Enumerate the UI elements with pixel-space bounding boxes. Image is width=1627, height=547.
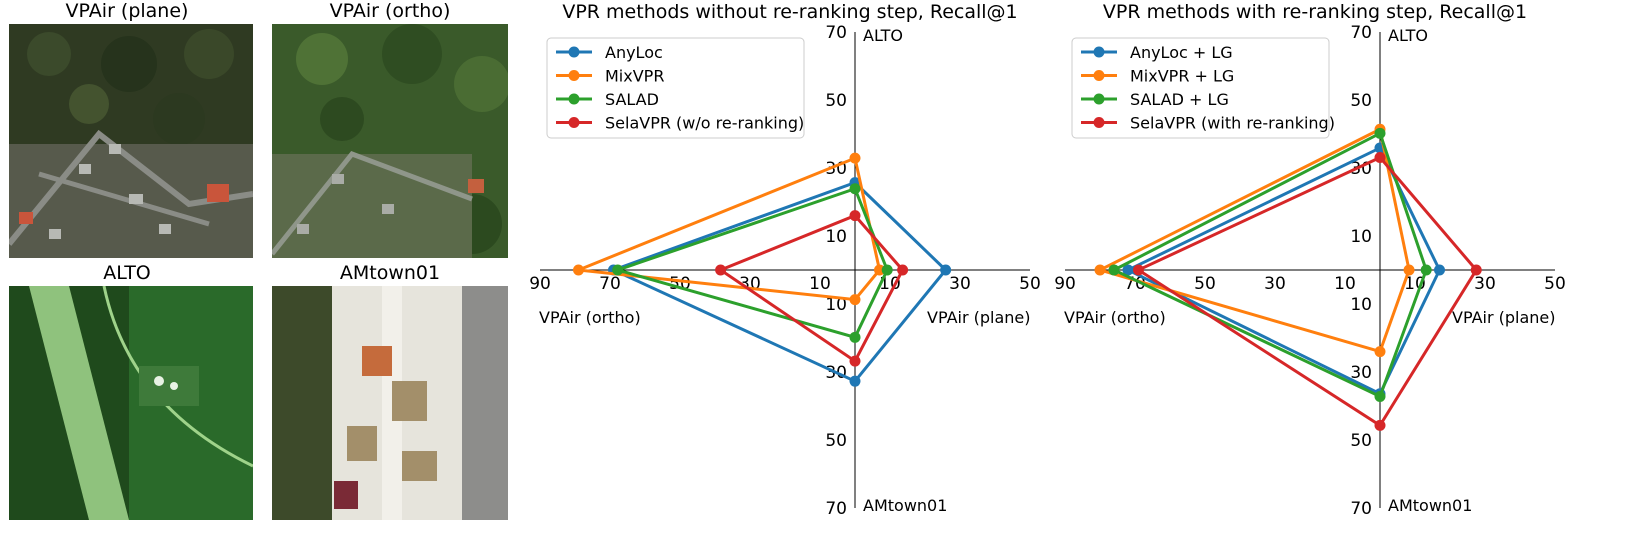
data-point xyxy=(573,264,584,276)
y-tick-label: 10 xyxy=(1350,295,1372,315)
data-point xyxy=(849,294,861,306)
data-point xyxy=(940,264,952,276)
x-tick-label: 70 xyxy=(599,274,621,294)
series-line xyxy=(612,186,889,340)
axis-label-right: VPAir (plane) xyxy=(927,308,1031,327)
thumb-title-amtown01: AMtown01 xyxy=(339,262,441,284)
thumb-alto xyxy=(9,286,253,530)
thumb-title-alto: ALTO xyxy=(103,262,151,284)
legend-marker xyxy=(568,46,580,58)
y-tick-label: 50 xyxy=(825,91,847,111)
data-point xyxy=(612,264,624,276)
radar-chart-without-reranking: VPR methods without re-ranking step, Rec… xyxy=(529,0,1050,543)
axis-label-bottom: AMtown01 xyxy=(863,496,947,515)
axis-label-left: VPAir (ortho) xyxy=(539,308,641,327)
data-point xyxy=(1403,264,1415,276)
legend-marker xyxy=(568,93,580,105)
legend-label: MixVPR + LG xyxy=(1130,67,1234,86)
radar-chart-with-reranking: VPR methods with re-ranking step, Recall… xyxy=(1054,0,1575,543)
legend-marker xyxy=(568,117,580,128)
thumb-vpair-ortho xyxy=(272,24,516,268)
y-tick-label: 10 xyxy=(825,295,847,315)
chart-title: VPR methods without re-ranking step, Rec… xyxy=(562,1,1017,23)
y-tick-label: 50 xyxy=(1350,431,1372,451)
data-point xyxy=(1374,127,1386,139)
x-tick-label: 30 xyxy=(949,274,971,294)
data-point xyxy=(715,264,727,276)
x-tick-label: 50 xyxy=(1019,274,1041,294)
legend-marker xyxy=(1093,117,1105,128)
data-point xyxy=(1133,264,1144,276)
legend-label: SALAD xyxy=(605,90,659,109)
legend-label: SelaVPR (with re-ranking) xyxy=(1130,114,1335,133)
x-tick-label: 90 xyxy=(529,274,551,294)
axis-label-top: ALTO xyxy=(1388,26,1428,45)
data-point xyxy=(1108,264,1120,276)
legend-label: SALAD + LG xyxy=(1130,90,1229,109)
x-tick-label: 50 xyxy=(1544,274,1566,294)
x-tick-label: 10 xyxy=(809,274,831,294)
data-point xyxy=(1470,264,1482,276)
data-point xyxy=(849,152,861,164)
chart-title: VPR methods with re-ranking step, Recall… xyxy=(1103,1,1527,23)
y-tick-label: 10 xyxy=(825,227,847,247)
data-point xyxy=(849,210,861,222)
axis-label-left: VPAir (ortho) xyxy=(1064,308,1166,327)
data-point xyxy=(1094,264,1106,276)
legend-marker xyxy=(1093,93,1105,105)
data-point xyxy=(1374,419,1386,431)
data-point xyxy=(1374,151,1386,163)
y-tick-label: 70 xyxy=(825,23,847,43)
x-tick-label: 30 xyxy=(1264,274,1286,294)
legend-box xyxy=(546,37,805,139)
data-point xyxy=(849,183,861,195)
legend-label: MixVPR xyxy=(605,67,664,86)
thumb-amtown01 xyxy=(272,286,516,530)
axis-label-right: VPAir (plane) xyxy=(1452,308,1556,327)
legend-label: SelaVPR (w/o re-ranking) xyxy=(605,114,804,133)
data-point xyxy=(897,264,909,276)
data-point xyxy=(849,355,861,367)
axis-label-top: ALTO xyxy=(863,26,903,45)
x-tick-label: 10 xyxy=(879,274,901,294)
y-tick-label: 70 xyxy=(1350,23,1372,43)
data-point xyxy=(881,264,893,276)
data-point xyxy=(1374,390,1386,402)
data-point xyxy=(1420,264,1432,276)
data-point xyxy=(874,264,885,276)
y-tick-label: 50 xyxy=(825,431,847,451)
y-tick-label: 50 xyxy=(1350,91,1372,111)
axis-label-bottom: AMtown01 xyxy=(1388,496,1472,515)
x-tick-label: 10 xyxy=(1334,274,1356,294)
data-point xyxy=(849,331,861,343)
y-tick-label: 30 xyxy=(1350,363,1372,383)
legend-marker xyxy=(1093,70,1105,81)
x-tick-label: 90 xyxy=(1054,274,1076,294)
data-point xyxy=(1374,346,1386,358)
data-point xyxy=(849,375,861,387)
y-tick-label: 10 xyxy=(1350,227,1372,247)
legend-marker xyxy=(1093,46,1105,58)
data-point xyxy=(1434,264,1445,276)
legend-box xyxy=(1071,37,1330,139)
y-tick-label: 70 xyxy=(825,499,847,519)
thumb-vpair-plane xyxy=(9,24,253,268)
y-tick-label: 70 xyxy=(1350,499,1372,519)
legend-marker xyxy=(568,70,580,81)
thumb-title-vpair-ortho: VPAir (ortho) xyxy=(329,0,451,22)
x-tick-label: 30 xyxy=(1474,274,1496,294)
thumb-title-vpair-plane: VPAir (plane) xyxy=(65,0,189,22)
x-tick-label: 50 xyxy=(1194,274,1216,294)
legend-label: AnyLoc + LG xyxy=(1130,43,1233,62)
legend-label: AnyLoc xyxy=(605,43,663,62)
data-point xyxy=(1122,264,1134,276)
